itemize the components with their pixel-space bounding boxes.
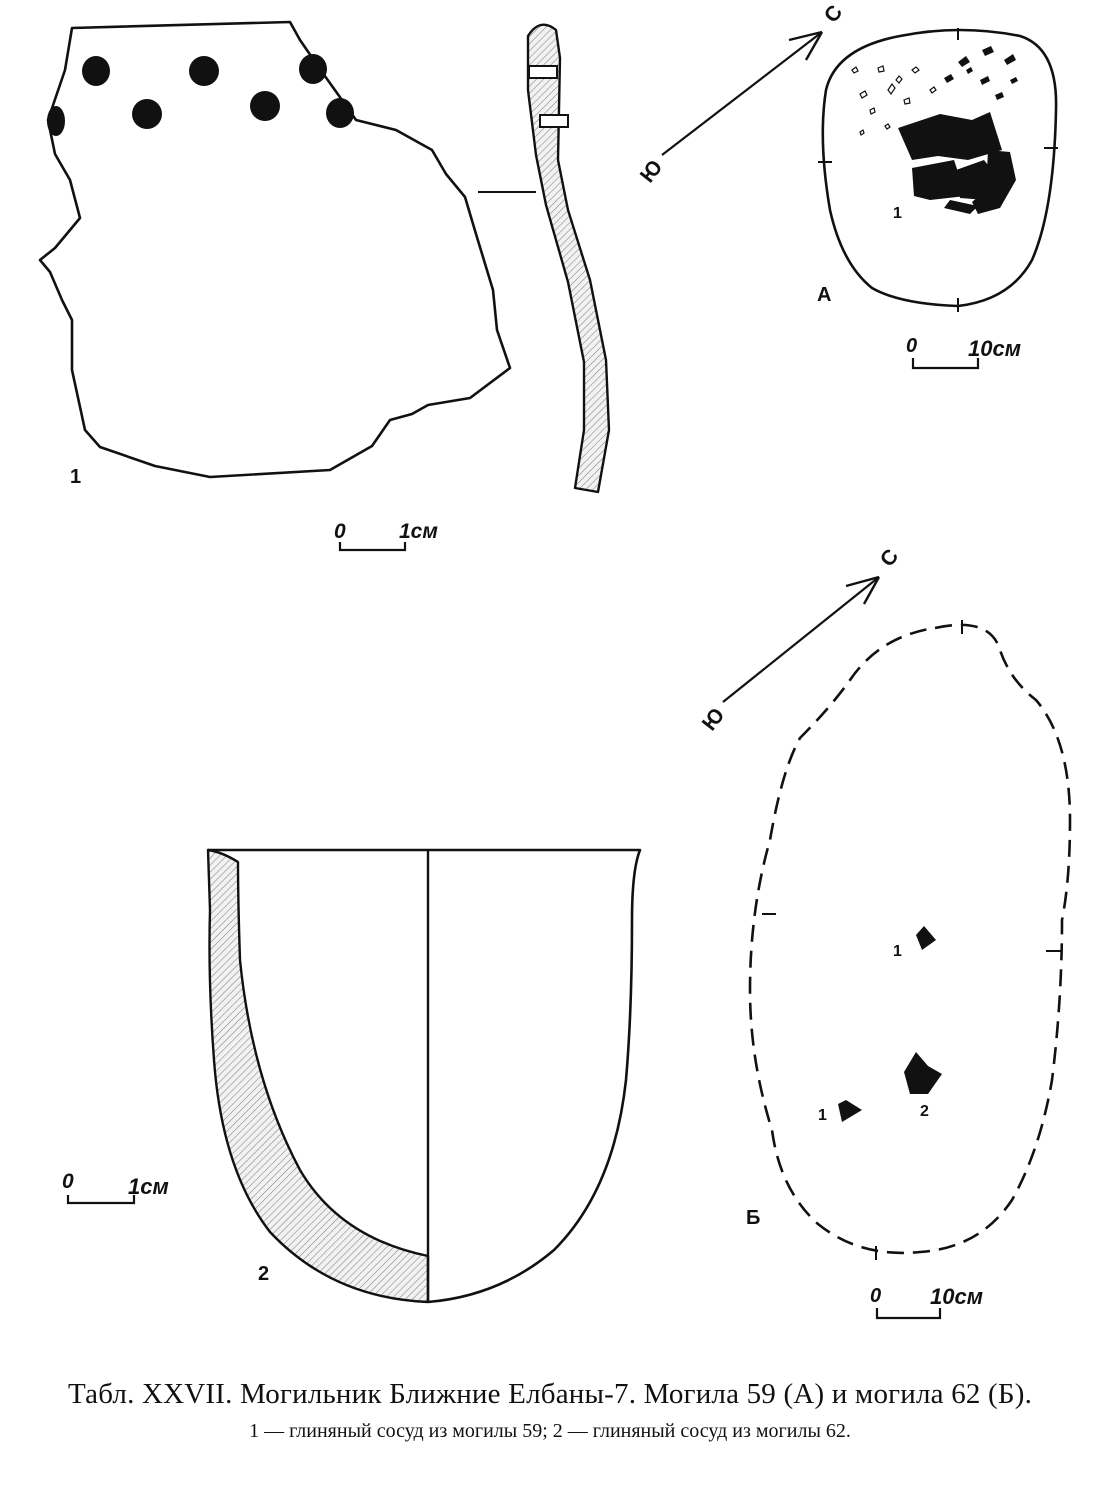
grave-b-find-2 xyxy=(904,1052,942,1094)
vessel-section xyxy=(206,848,430,1304)
profile-pit-upper xyxy=(528,65,558,79)
grave-a-dark-fragments xyxy=(944,46,1018,100)
caption-title: Табл. XXVII. Могильник Ближние Елбаны-7.… xyxy=(67,1378,1033,1410)
sherd-profile-section xyxy=(526,23,611,494)
grave-b-find-1-upper xyxy=(916,926,936,950)
grave-a-vessel-sherds xyxy=(898,112,1016,214)
grave-b-find-label-2: 2 xyxy=(920,1103,929,1120)
caption-legend: 1 — глиняный сосуд из могилы 59; 2 — гли… xyxy=(249,1420,851,1442)
grave-a-find-label: 1 xyxy=(893,205,902,222)
scale-zero: 0 xyxy=(334,520,346,543)
south-label-a: Ю xyxy=(636,156,667,187)
scale-zero: 0 xyxy=(906,335,917,357)
find-2-label: 2 xyxy=(258,1263,269,1285)
grave-b-outline xyxy=(748,623,1072,1255)
vessel-outline xyxy=(208,848,642,1304)
scale-bar-find-1: 0 1см xyxy=(334,520,438,552)
north-label-a: С xyxy=(820,1,847,27)
grave-a-bone-fragments xyxy=(851,65,937,136)
find-1-label: 1 xyxy=(70,466,81,488)
grave-a-letter: А xyxy=(817,284,831,306)
scale-unit: 1см xyxy=(399,520,438,543)
scale-unit: 1см xyxy=(128,1174,169,1199)
sherd-outline xyxy=(38,20,512,479)
scale-bar-find-2: 0 1см xyxy=(62,1170,169,1205)
grave-a-plan: С Ю 1 xyxy=(636,1,1058,370)
grave-b-ticks xyxy=(762,620,1062,1260)
grave-b-letter: Б xyxy=(746,1207,760,1229)
grave-b-plan: С Ю 1 1 2 Б 0 10см xyxy=(698,545,1072,1320)
scale-bar-grave-b: 0 10см xyxy=(870,1284,983,1320)
plate-drawing: 1 0 1см С Ю xyxy=(38,1,1072,1320)
sherd-ornament-pits xyxy=(47,54,354,136)
profile-pit-lower xyxy=(539,114,569,128)
vessel-drawing xyxy=(206,848,642,1304)
north-label-b: С xyxy=(876,545,903,571)
south-label-b: Ю xyxy=(698,704,729,735)
grave-b-find-1-lower xyxy=(838,1100,862,1122)
grave-a-ticks xyxy=(818,28,1058,312)
grave-b-find-label-1-lower: 1 xyxy=(818,1107,827,1124)
scale-unit: 10см xyxy=(968,336,1021,361)
sherd-drawing xyxy=(38,20,611,494)
scale-unit: 10см xyxy=(930,1284,983,1309)
grave-b-find-label-1: 1 xyxy=(893,943,902,960)
scale-bar-grave-a: 0 10см xyxy=(906,335,1021,370)
scale-zero: 0 xyxy=(62,1170,74,1193)
north-arrow-b: С Ю xyxy=(698,545,903,735)
scale-zero: 0 xyxy=(870,1285,881,1307)
north-arrow-a: С Ю xyxy=(636,1,847,187)
